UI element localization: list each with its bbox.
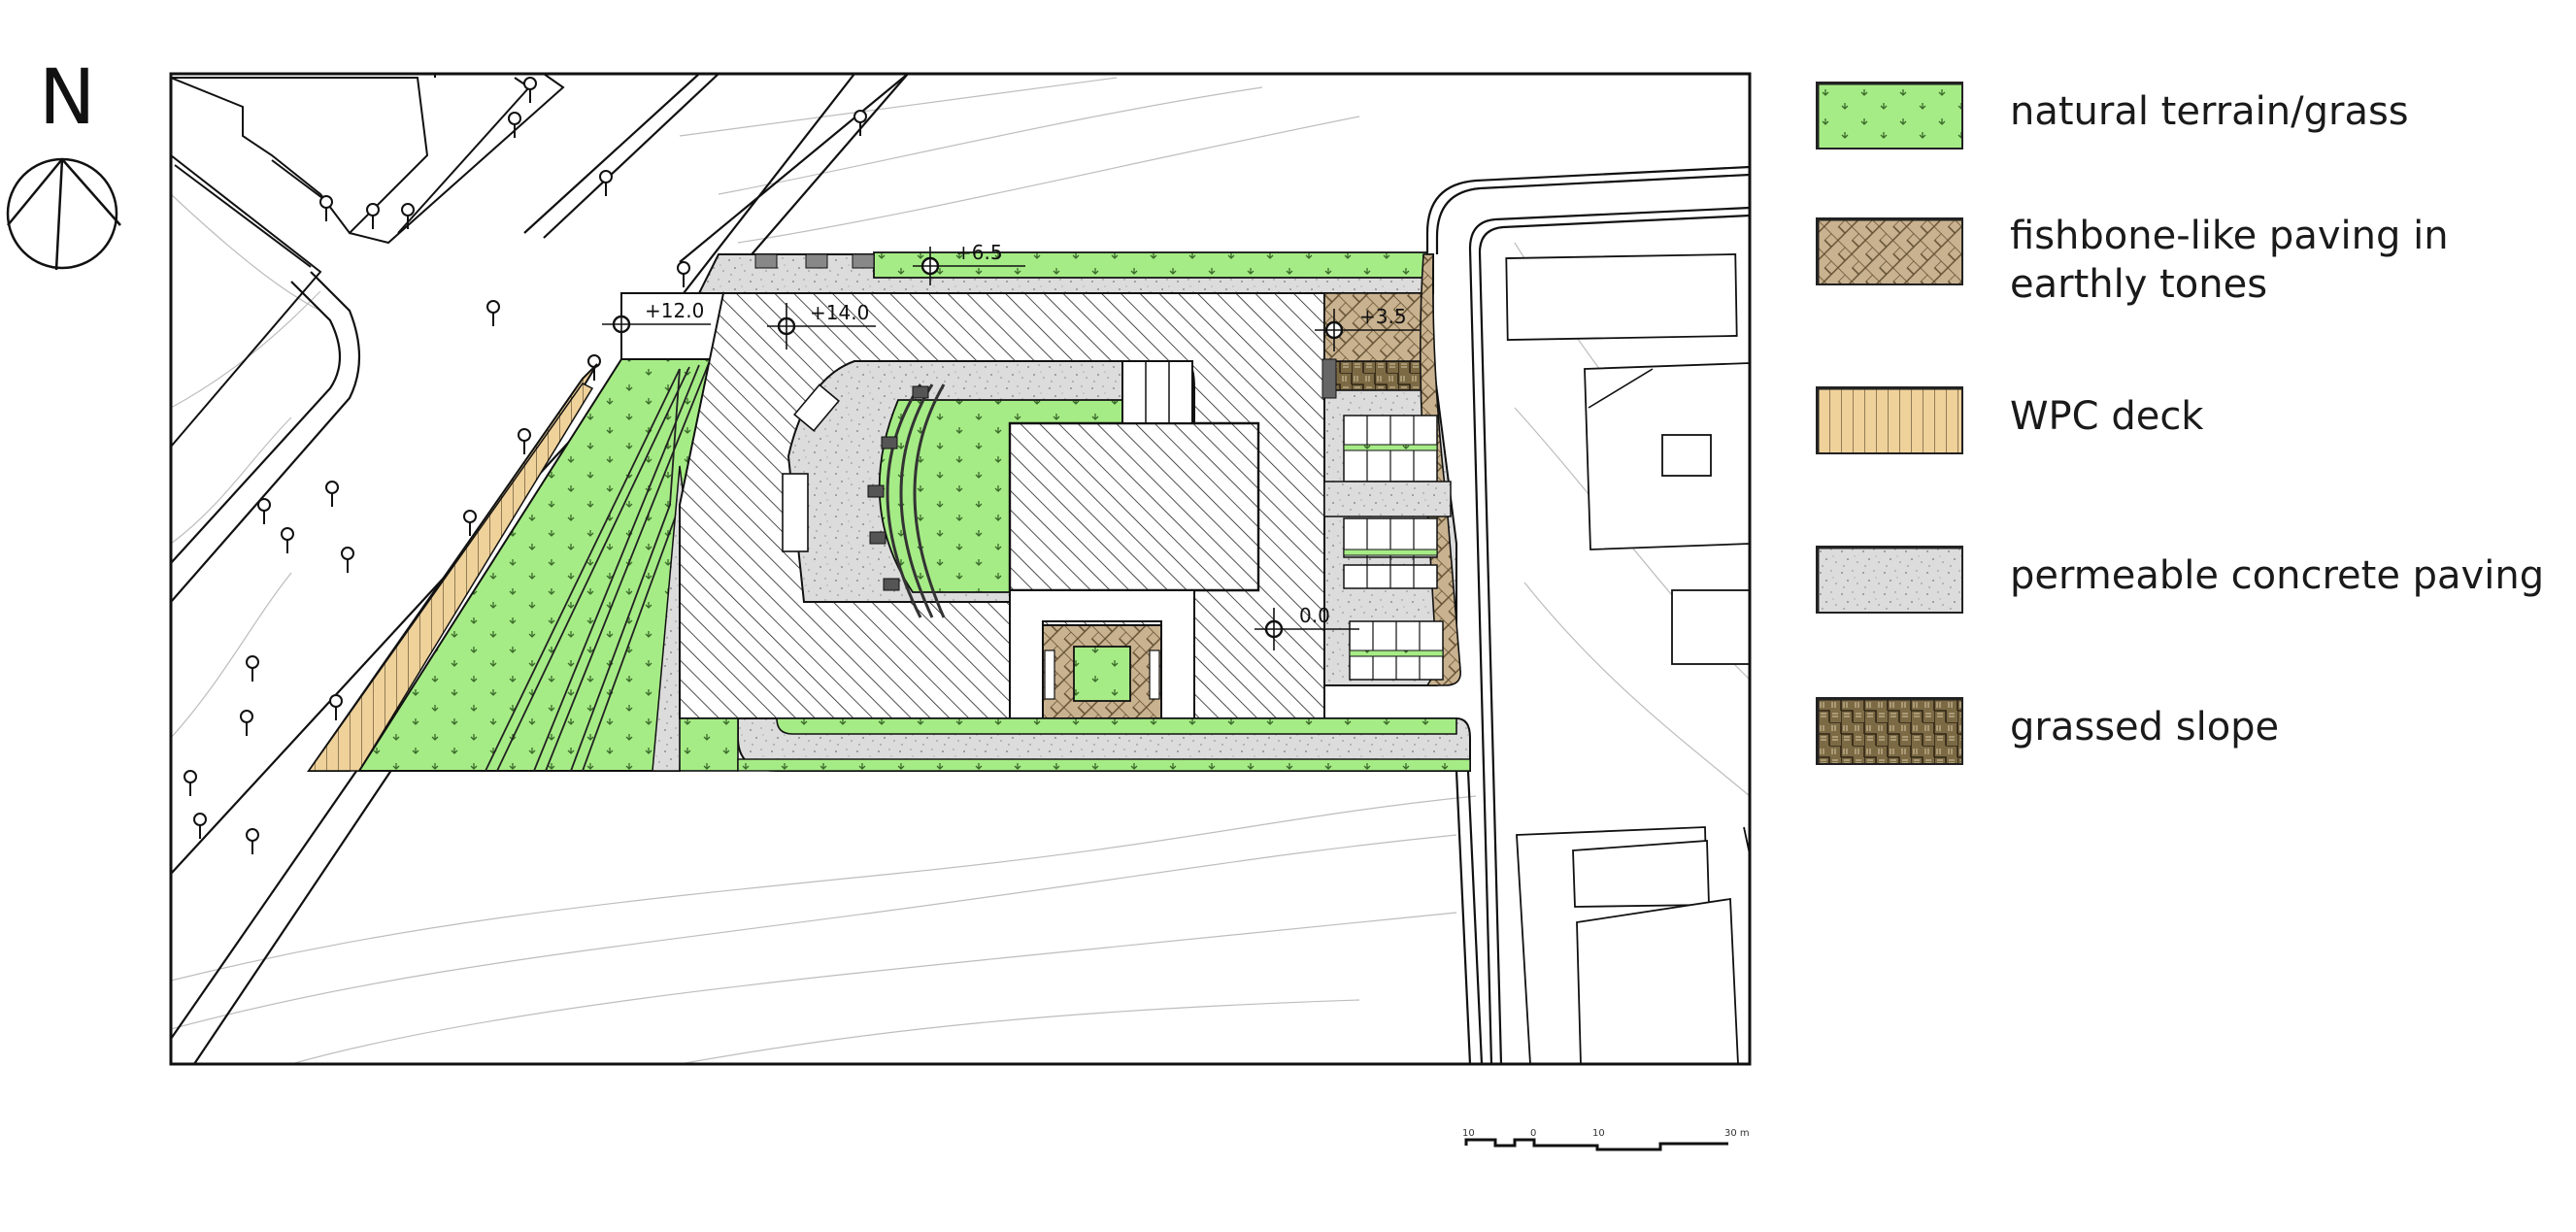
legend-item-concrete: permeable concrete paving bbox=[1816, 546, 2573, 652]
scale-label-4: 30 m bbox=[1724, 1128, 1750, 1139]
elevation-marker-5: 0.0 bbox=[1255, 604, 1359, 650]
elevation-marker-4: +3.5 bbox=[1315, 305, 1420, 351]
compass-icon bbox=[6, 157, 121, 271]
legend-label-grass: natural terrain/grass bbox=[2010, 89, 2409, 134]
east-buildings bbox=[1505, 253, 1750, 1064]
legend-swatch-wpc bbox=[1816, 386, 1963, 454]
elevation-label-2: +12.0 bbox=[645, 299, 704, 322]
scale-label-3: 10 bbox=[1592, 1128, 1605, 1139]
elevation-label-1: +6.5 bbox=[955, 241, 1003, 264]
north-label: N bbox=[39, 54, 96, 142]
east-road bbox=[1425, 165, 1750, 1064]
elevation-marker-3: +14.0 bbox=[767, 301, 876, 350]
legend-swatch-concrete bbox=[1816, 546, 1963, 614]
elevation-marker-2: +12.0 bbox=[602, 299, 711, 346]
elevation-label-3: +14.0 bbox=[810, 301, 869, 324]
legend-label-slope: grassed slope bbox=[2010, 705, 2280, 749]
legend: natural terrain/grass fishbone-like pavi… bbox=[1816, 0, 2573, 874]
map-frame bbox=[169, 72, 1752, 1066]
legend-label-fishbone-line-1: fishbone-like paving in bbox=[2010, 214, 2449, 258]
legend-item-slope: grassed slope bbox=[1816, 697, 2573, 804]
elevation-label-4: +3.5 bbox=[1359, 305, 1407, 328]
legend-label-fishbone-line-2: earthly tones bbox=[2010, 262, 2268, 307]
legend-label-concrete: permeable concrete paving bbox=[2010, 553, 2545, 598]
scale-label-1: 10 bbox=[1462, 1128, 1475, 1139]
legend-swatch-grass bbox=[1816, 82, 1963, 150]
legend-item-grass: natural terrain/grass bbox=[1816, 82, 2573, 188]
scale-bar: 10 0 10 30 m bbox=[1462, 1128, 1750, 1151]
legend-item-fishbone: fishbone-like paving in earthly tones bbox=[1816, 214, 2573, 324]
legend-swatch-slope bbox=[1816, 697, 1963, 765]
building-block bbox=[1008, 421, 1260, 592]
elevation-marker-1: +6.5 bbox=[913, 241, 1025, 285]
elevation-label-5: 0.0 bbox=[1299, 604, 1330, 627]
legend-item-wpc: WPC deck bbox=[1816, 386, 2573, 493]
northwest-buildings bbox=[171, 77, 429, 448]
legend-swatch-fishbone bbox=[1816, 217, 1963, 285]
legend-label-wpc: WPC deck bbox=[2010, 394, 2204, 439]
scale-label-2: 0 bbox=[1530, 1128, 1536, 1139]
elevation-markers: +6.5 +12.0 +14.0 +3.5 bbox=[602, 241, 1420, 650]
